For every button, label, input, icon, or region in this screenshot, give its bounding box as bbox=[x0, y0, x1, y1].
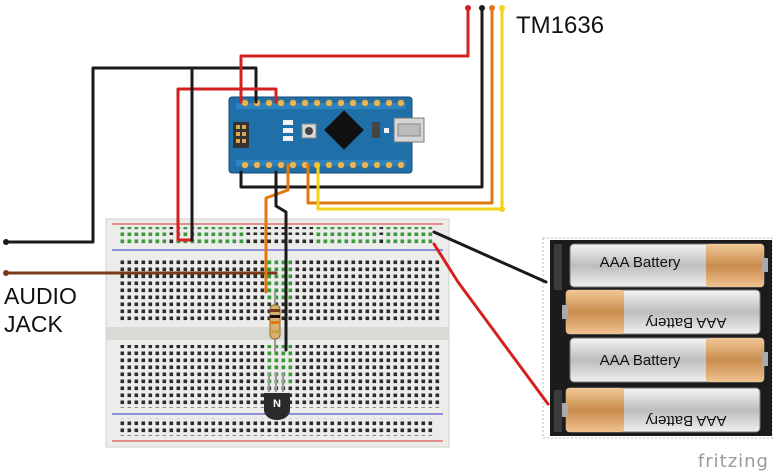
transistor-marking: N bbox=[273, 398, 281, 410]
wire-yellow-tm bbox=[316, 6, 504, 211]
audio-jack-label-line1: AUDIO bbox=[4, 283, 77, 309]
wire-black-batt bbox=[432, 230, 548, 284]
wire-red-tm bbox=[239, 6, 470, 104]
battery-cell-4 bbox=[562, 387, 761, 433]
wire-ends bbox=[3, 5, 505, 276]
wire-red-batt bbox=[432, 242, 550, 406]
fritzing-watermark: fritzing bbox=[697, 451, 769, 472]
wire-red-5v bbox=[176, 87, 278, 242]
wire-orange-tm bbox=[306, 6, 494, 205]
battery-cell-2 bbox=[562, 289, 761, 335]
wire-black-audio bbox=[4, 66, 258, 244]
battery-cell-1 bbox=[569, 243, 768, 288]
wire-black-tm bbox=[239, 6, 484, 189]
audio-jack-label-line2: JACK bbox=[4, 311, 63, 337]
arduino-nano bbox=[228, 96, 425, 174]
wires bbox=[4, 6, 550, 406]
battery-cell-3 bbox=[569, 337, 768, 383]
battery-label-1: AAA Battery bbox=[600, 254, 681, 271]
resistor bbox=[269, 292, 281, 352]
tm1636-label: TM1636 bbox=[516, 12, 605, 39]
battery-label-3: AAA Battery bbox=[600, 352, 681, 369]
npn-transistor bbox=[264, 372, 290, 420]
battery-label-2: AAA Battery bbox=[645, 314, 726, 331]
battery-label-4: AAA Battery bbox=[645, 412, 726, 429]
wire-black-board bbox=[274, 170, 288, 352]
